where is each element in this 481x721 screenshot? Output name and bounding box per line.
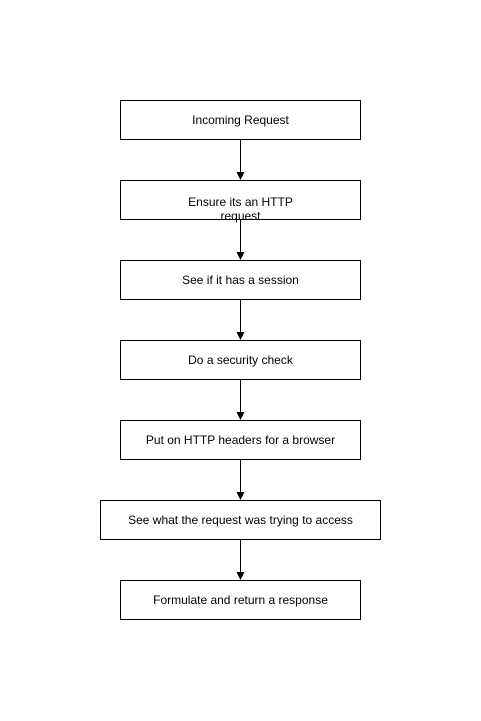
step-label: See what the request was trying to acces…	[128, 513, 353, 527]
flowchart-step-security-check: Do a security check	[120, 340, 361, 380]
step-label: Do a security check	[188, 353, 293, 367]
flowchart-step-http-headers: Put on HTTP headers for a browser	[120, 420, 361, 460]
step-label: Formulate and return a response	[153, 593, 328, 607]
flowchart-step-ensure-http-request: Ensure its an HTTP request	[120, 180, 361, 223]
flowchart-step-return-response: Formulate and return a response	[120, 580, 361, 620]
flowchart-step-incoming-request: Incoming Request	[120, 100, 361, 140]
step-label: Put on HTTP headers for a browser	[145, 433, 336, 447]
flowchart-step-resolve-access: See what the request was trying to acces…	[100, 500, 381, 540]
step-label: Ensure its an HTTP request	[188, 195, 293, 223]
flowchart-step-check-session: See if it has a session	[120, 260, 361, 300]
step-label: Incoming Request	[192, 113, 289, 127]
step-label: See if it has a session	[182, 273, 299, 287]
